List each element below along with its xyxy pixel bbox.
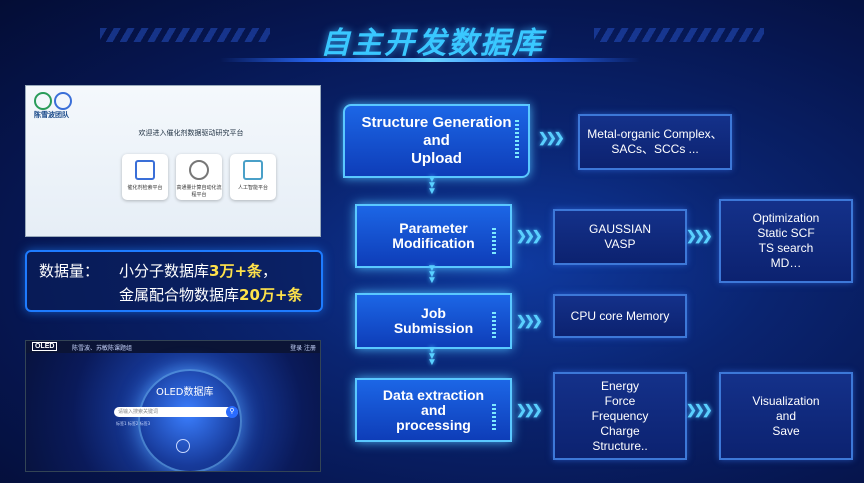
title-decoration-left [100,28,270,42]
box-label: Parameter Modification [392,220,475,251]
data-volume-box: 数据量： 小分子数据库3万+条， 金属配合物数据库20万+条 [25,250,323,312]
decor-bar [492,228,496,256]
box-label: Energy Force Frequency Charge Structure.… [591,378,649,453]
platform-card-label: 高通量计算自动化流程平台 [176,185,222,198]
platform-screenshot: 陈雪波团队 欢迎进入催化剂数据驱动研究平台 催化剂检索平台 高通量计算自动化流程… [25,85,321,237]
arrow-right-icon: ❯❯❯ [516,228,543,243]
decor-bar [492,404,496,432]
small-molecule-value: 3万+条 [209,262,263,280]
platform-card-ai[interactable]: 人工智能平台 [230,154,276,200]
box-label: CPU core Memory [570,308,670,323]
emblem-icon [176,439,190,453]
oled-login-link[interactable]: 登录 注册 [290,345,316,352]
search-icon[interactable]: ⚲ [226,406,238,418]
box-label: Structure Generation and Upload [361,114,512,167]
arrow-right-icon: ❯❯❯ [516,313,543,328]
data-extraction-box: Data extraction and processing [355,378,512,442]
page-title: 自主开发数据库 [320,26,544,61]
arrow-down-icon: ▼▼▼ [427,345,437,368]
arrow-right-icon: ❯❯❯ [516,402,543,417]
glow-ring [138,369,242,471]
calculation-type-box: Optimization Static SCF TS search MD… [719,199,853,283]
team-logo-icon [34,92,74,120]
punctuation: ， [262,262,278,280]
arrow-down-icon: ▼▼▼ [427,263,437,286]
data-volume-label: 数据量： [39,262,100,280]
arrow-right-icon: ❯❯❯ [538,130,565,145]
box-label: Job Submission [393,305,474,336]
team-name: 陈雪波团队 [34,111,69,119]
visualization-box: Visualization and Save [719,372,853,460]
small-molecule-count: 小分子数据库3万+条， [119,260,277,281]
metal-complex-label: 金属配合物数据库 [119,286,240,304]
decor-bar [515,120,519,160]
oled-database-screenshot: OLED 陈雪波、苏敏陈课题组 登录 注册 OLED数据库 请输入搜索关键词 ⚲… [25,340,321,472]
oled-nav-text: 陈雪波、苏敏陈课题组 [72,345,133,352]
server-icon [189,160,209,180]
oled-logo: OLED [32,342,58,351]
box-label: GAUSSIAN VASP [588,222,651,251]
oled-search-input[interactable]: 请输入搜索关键词 [114,407,238,417]
oled-topbar [26,341,320,353]
box-label: Data extraction and processing [382,386,485,433]
arrow-right-icon: ❯❯❯ [686,402,713,417]
oled-tags: 标签1 标签2 标签3 [116,421,151,426]
software-box: GAUSSIAN VASP [553,209,687,265]
oled-title: OLED数据库 [156,387,214,398]
structure-generation-box: Structure Generation and Upload [343,104,530,178]
flask-icon [243,160,263,180]
box-label: Metal-organic Complex、 SACs、SCCs ... [587,127,723,156]
arrow-down-icon: ▼▼▼ [427,174,437,197]
box-label: Optimization Static SCF TS search MD… [752,211,820,270]
metal-organic-box: Metal-organic Complex、 SACs、SCCs ... [578,114,732,170]
small-molecule-label: 小分子数据库 [119,262,210,280]
decor-bar [492,312,496,340]
arrow-right-icon: ❯❯❯ [686,228,713,243]
platform-card-htc[interactable]: 高通量计算自动化流程平台 [176,154,222,200]
box-label: Visualization and Save [752,393,820,438]
welcome-text: 欢迎进入催化剂数据驱动研究平台 [138,129,244,137]
metal-complex-value: 20万+条 [239,286,303,304]
parameter-modification-box: Parameter Modification [355,204,512,268]
title-decoration-right [594,28,764,42]
extracted-properties-box: Energy Force Frequency Charge Structure.… [553,372,687,460]
search-icon [135,160,155,180]
platform-card-search[interactable]: 催化剂检索平台 [122,154,168,200]
resources-box: CPU core Memory [553,294,687,338]
platform-card-label: 催化剂检索平台 [127,185,163,191]
metal-complex-count: 金属配合物数据库20万+条 [119,284,302,305]
platform-card-label: 人工智能平台 [237,185,268,191]
job-submission-box: Job Submission [355,293,512,349]
title-underline [220,58,640,62]
